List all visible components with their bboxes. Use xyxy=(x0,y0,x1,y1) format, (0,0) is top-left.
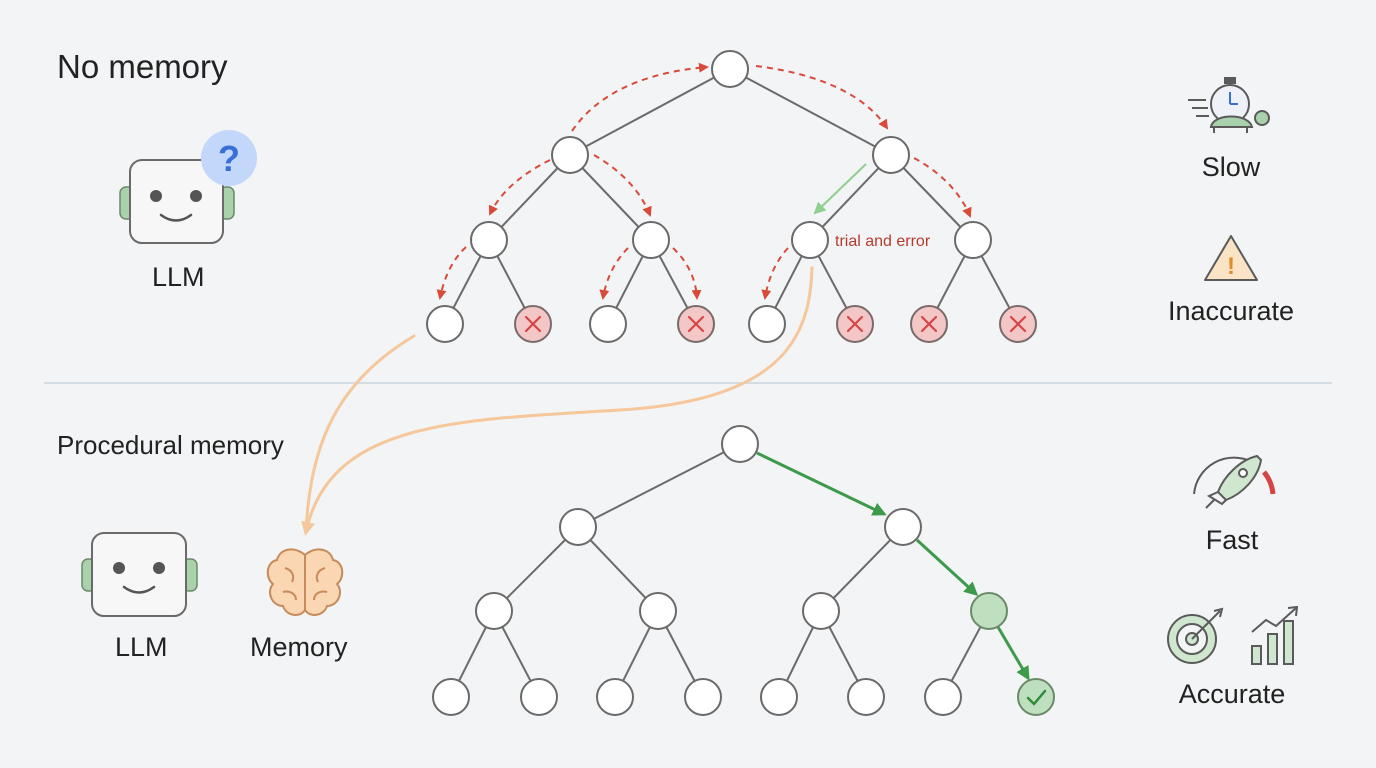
failed-node xyxy=(514,305,552,343)
tree-node xyxy=(924,678,962,716)
tree-node xyxy=(589,305,627,343)
memory-flow-arrows xyxy=(301,266,814,536)
tree-node xyxy=(551,136,589,174)
target-chart-icon xyxy=(1167,605,1299,665)
tree-node xyxy=(748,305,786,343)
top-tree-edges xyxy=(444,68,1019,325)
tree-node xyxy=(872,136,910,174)
path-node xyxy=(970,592,1008,630)
metric-label-inaccurate: Inaccurate xyxy=(1167,296,1295,326)
stopwatch-turtle-icon xyxy=(1188,77,1270,133)
failed-node xyxy=(677,305,715,343)
tree-node xyxy=(847,678,885,716)
tree-node xyxy=(632,221,670,259)
exploration-arrows xyxy=(436,62,972,300)
metric-label-slow: Slow xyxy=(1201,152,1261,182)
brain-icon xyxy=(266,548,344,616)
warning-triangle-icon: ! xyxy=(1204,235,1258,281)
tree-node xyxy=(721,425,759,463)
bottom-tree-nodes xyxy=(432,425,1055,716)
success-path-arrows xyxy=(756,451,1030,681)
hint-arrow xyxy=(813,163,867,215)
memory-label: Memory xyxy=(250,632,348,662)
svg-text:?: ? xyxy=(218,138,240,179)
section-title-no-memory: No memory xyxy=(57,48,228,85)
tree-node xyxy=(791,221,829,259)
question-badge-icon: ? xyxy=(201,130,257,186)
metric-label-fast: Fast xyxy=(1205,525,1259,555)
section-title-procedural-memory: Procedural memory xyxy=(57,430,284,460)
top-tree-nodes xyxy=(426,50,1037,343)
tree-node xyxy=(760,678,798,716)
robot-top-icon: ? xyxy=(119,130,257,244)
tree-node xyxy=(596,678,634,716)
llm-label-bottom: LLM xyxy=(115,632,168,662)
svg-text:!: ! xyxy=(1227,253,1235,280)
tree-node xyxy=(884,508,922,546)
tree-node xyxy=(520,678,558,716)
tree-node xyxy=(426,305,464,343)
tree-node xyxy=(802,592,840,630)
tree-node xyxy=(639,592,677,630)
tree-node xyxy=(954,221,992,259)
trial-and-error-label: trial and error xyxy=(835,233,931,250)
tree-node xyxy=(470,221,508,259)
metric-label-accurate: Accurate xyxy=(1178,679,1286,709)
tree-node xyxy=(432,678,470,716)
llm-label-top: LLM xyxy=(152,262,205,292)
tree-node xyxy=(684,678,722,716)
failed-node xyxy=(999,305,1037,343)
check-icon xyxy=(1026,689,1047,706)
success-node xyxy=(1017,678,1055,716)
failed-node xyxy=(910,305,948,343)
tree-node xyxy=(711,50,749,88)
tree-node xyxy=(559,508,597,546)
robot-bottom-icon xyxy=(81,532,198,617)
top-tree: trial and error xyxy=(301,50,1037,536)
bottom-tree-edges xyxy=(450,443,990,698)
tree-node xyxy=(475,592,513,630)
bottom-tree xyxy=(432,425,1055,716)
failed-node xyxy=(836,305,874,343)
rocket-speedometer-icon xyxy=(1193,454,1276,509)
